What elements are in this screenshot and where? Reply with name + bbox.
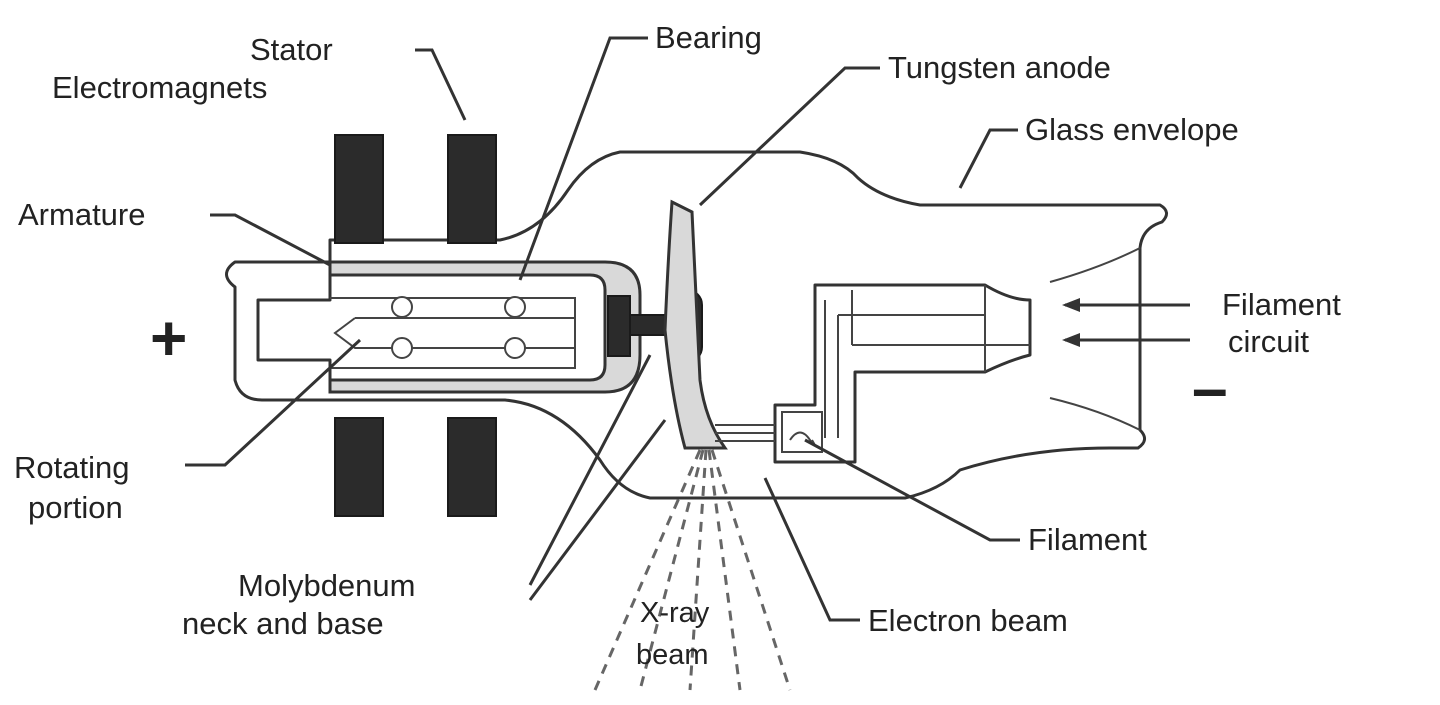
arrowhead	[1062, 333, 1080, 347]
xray-ray	[593, 449, 702, 691]
bearing-ball	[391, 337, 413, 359]
leader-bearing	[518, 36, 648, 281]
leader-armature	[210, 213, 331, 267]
glass-envelope	[225, 150, 1168, 500]
filament-circuit-arrows	[1062, 298, 1080, 347]
filament-wires	[824, 285, 1030, 438]
leader-tungsten-anode	[698, 66, 880, 207]
leader-molybdenum-1	[528, 354, 652, 586]
xray-ray	[707, 449, 742, 691]
label-tungsten-anode: Tungsten anode	[888, 50, 1111, 85]
rotor-assembly	[256, 260, 642, 394]
inner-housing	[256, 273, 607, 382]
stator-electromagnets	[334, 134, 497, 517]
bearing-ball	[504, 337, 526, 359]
label-armature: Armature	[18, 197, 145, 232]
label-electron-beam: Electron beam	[868, 603, 1068, 638]
stator-bottom-left	[334, 417, 384, 517]
glass-envelope-outline	[225, 150, 1168, 500]
label-filament-circuit-2: circuit	[1228, 324, 1309, 359]
tungsten-anode-disc	[663, 199, 728, 450]
molybdenum-base	[607, 295, 631, 357]
envelope-inner-line	[1049, 247, 1141, 431]
label-electromagnets: Electromagnets	[52, 70, 267, 105]
leader-lines	[185, 36, 1190, 622]
stator-top-left	[334, 134, 384, 244]
label-glass-envelope: Glass envelope	[1025, 112, 1239, 147]
stator-bottom-right	[447, 417, 497, 517]
focusing-cup	[781, 411, 823, 453]
rotating-portion-body	[330, 297, 576, 369]
cathode-support	[773, 283, 1032, 464]
label-bearing: Bearing	[655, 20, 762, 55]
xray-ray	[688, 449, 708, 691]
leader-stator	[415, 48, 467, 121]
label-rotating: Rotating	[14, 450, 129, 485]
bearing-ball	[391, 296, 413, 318]
xray-ray	[638, 449, 705, 691]
label-beam: beam	[636, 639, 709, 671]
electron-beam	[715, 424, 775, 442]
label-molybdenum: Molybdenum	[238, 568, 415, 603]
bearing-ball	[504, 296, 526, 318]
stator-top-right	[447, 134, 497, 244]
xray-ray	[710, 449, 792, 691]
leader-glass-envelope	[958, 128, 1018, 189]
label-neck-and-base: neck and base	[182, 606, 384, 641]
cathode-assembly	[773, 283, 1032, 464]
xray-beam	[593, 449, 792, 691]
leader-electron-beam	[763, 477, 860, 622]
leader-rotating-portion	[185, 338, 362, 467]
label-filament: Filament	[1028, 522, 1147, 557]
arrowhead	[1062, 298, 1080, 312]
leader-molybdenum-2	[528, 419, 667, 601]
label-stator: Stator	[250, 32, 333, 67]
leader-filament	[804, 438, 1020, 542]
label-portion: portion	[28, 490, 123, 525]
cathode-polarity-symbol: –	[1192, 352, 1228, 424]
label-xray: X-ray	[640, 597, 710, 629]
anode-polarity-symbol: +	[150, 302, 187, 374]
label-filament-circuit-1: Filament	[1222, 287, 1341, 322]
